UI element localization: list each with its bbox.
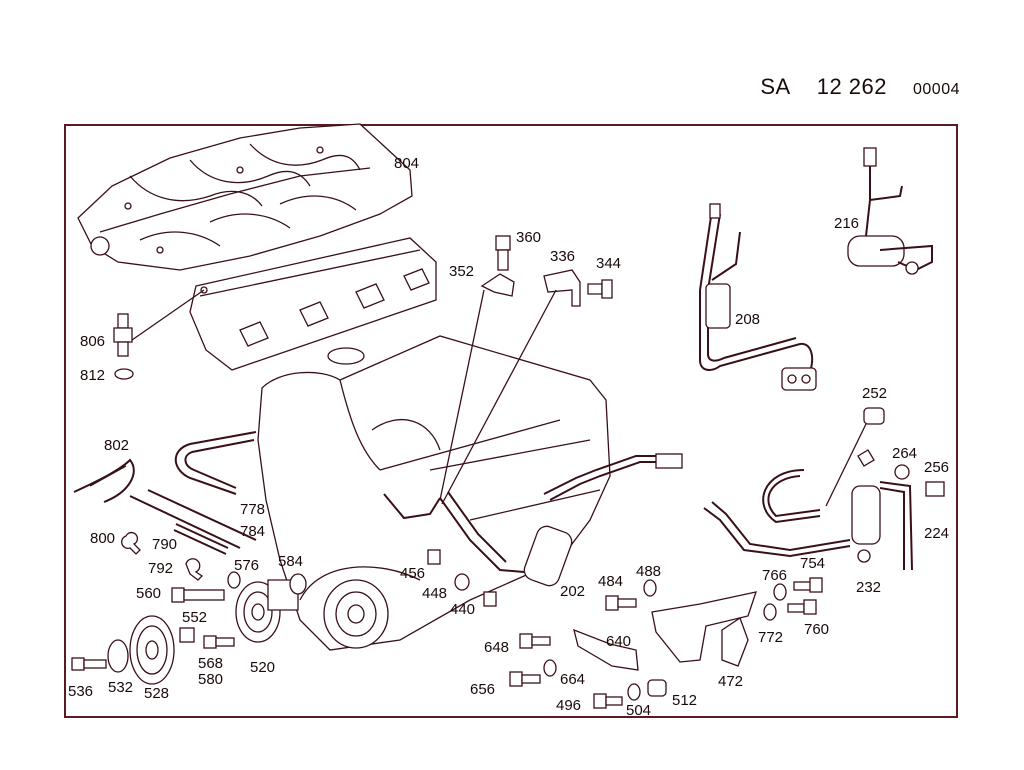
label-484: 484: [598, 573, 623, 590]
pulley-assembly-shape: [71, 571, 307, 685]
label-584: 584: [278, 553, 303, 570]
label-804: 804: [394, 155, 419, 172]
label-536: 536: [68, 683, 93, 700]
label-792: 792: [148, 560, 173, 577]
label-202: 202: [560, 583, 585, 600]
label-520: 520: [250, 659, 275, 676]
label-580: 580: [198, 671, 223, 688]
drawing-code: SA: [760, 74, 791, 99]
label-552: 552: [182, 609, 207, 626]
label-760: 760: [804, 621, 829, 638]
label-778: 778: [240, 501, 265, 518]
label-264: 264: [892, 445, 917, 462]
label-232: 232: [856, 579, 881, 596]
label-568: 568: [198, 655, 223, 672]
label-360: 360: [516, 229, 541, 246]
label-440: 440: [450, 601, 475, 618]
label-224: 224: [924, 525, 949, 542]
label-488: 488: [636, 563, 661, 580]
label-772: 772: [758, 629, 783, 646]
rods-784-790-shape: [129, 489, 257, 555]
label-800: 800: [90, 530, 115, 547]
label-256: 256: [924, 459, 949, 476]
label-216: 216: [834, 215, 859, 232]
intake-manifold-shape: [77, 123, 413, 271]
sheet-number: 00004: [913, 81, 960, 98]
label-576: 576: [234, 557, 259, 574]
drier-224-shape: [703, 407, 945, 571]
label-496: 496: [556, 697, 581, 714]
label-754: 754: [800, 555, 825, 572]
label-336: 336: [550, 248, 575, 265]
drawing-header: SA 12 262 00004: [760, 74, 960, 100]
engine-block-shape: [257, 335, 611, 651]
label-456: 456: [400, 565, 425, 582]
label-648: 648: [484, 639, 509, 656]
drawing-number: 12 262: [816, 74, 887, 99]
label-766: 766: [762, 567, 787, 584]
bracket-parts-shapes: [439, 235, 613, 505]
mounting-bracket-shapes: [509, 579, 757, 709]
label-512: 512: [672, 692, 697, 709]
clips-800-792-shape: [121, 532, 204, 581]
label-560: 560: [136, 585, 161, 602]
label-448: 448: [422, 585, 447, 602]
label-790: 790: [152, 536, 177, 553]
hose-802-shape: [73, 458, 135, 503]
label-352: 352: [449, 263, 474, 280]
label-528: 528: [144, 685, 169, 702]
sensor-806-shape: [113, 289, 205, 380]
bolts-754-772-shape: [763, 577, 823, 621]
label-812: 812: [80, 367, 105, 384]
label-344: 344: [596, 255, 621, 272]
label-504: 504: [626, 702, 651, 719]
label-472: 472: [718, 673, 743, 690]
label-208: 208: [735, 311, 760, 328]
label-640: 640: [606, 633, 631, 650]
compressor-202-shape: [383, 453, 683, 607]
pipe-208-shape: [699, 203, 817, 391]
pipe-216-shape: [847, 147, 933, 275]
hose-778-shape: [174, 431, 257, 495]
label-532: 532: [108, 679, 133, 696]
label-802: 802: [104, 437, 129, 454]
valve-cover-shape: [189, 237, 437, 371]
label-664: 664: [560, 671, 585, 688]
drawing-frame: [64, 124, 958, 718]
label-656: 656: [470, 681, 495, 698]
label-806: 806: [80, 333, 105, 350]
label-252: 252: [862, 385, 887, 402]
label-784: 784: [240, 523, 265, 540]
